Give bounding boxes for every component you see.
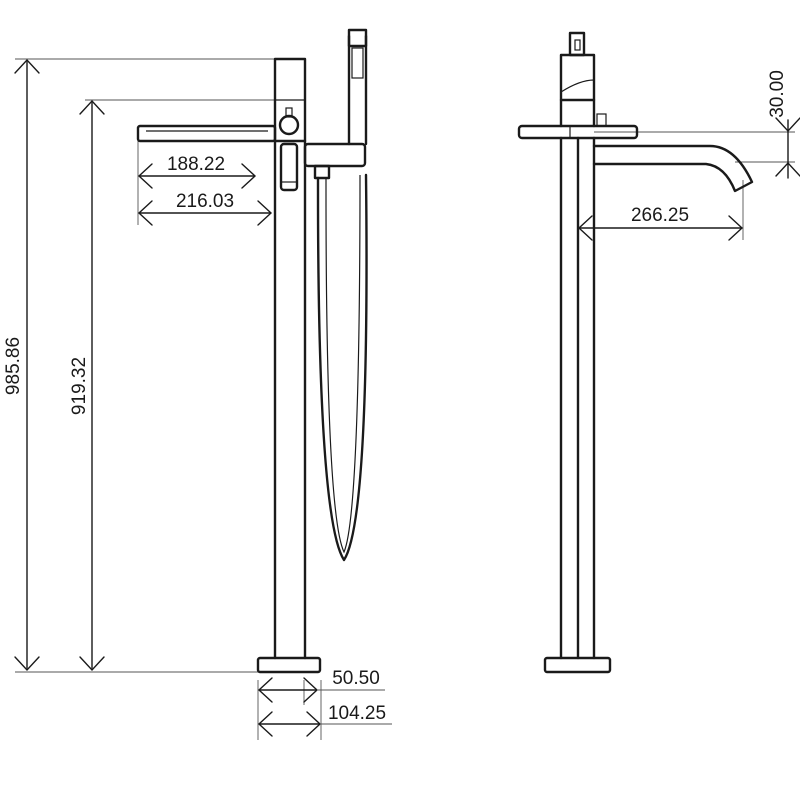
faucet-column — [256, 57, 322, 674]
dim-total-height: 985.86 — [3, 337, 24, 395]
dimension-lines — [14, 58, 800, 737]
dim-spout-reach: 188.22 — [167, 154, 225, 175]
side-column — [543, 31, 612, 674]
dimension-labels: 985.86 919.32 188.22 216.03 50.50 104.25… — [3, 70, 788, 724]
spout-tray — [136, 124, 277, 143]
mixer-knob — [278, 107, 300, 136]
side-tray — [517, 113, 639, 140]
front-view — [15, 28, 368, 740]
hand-shower — [303, 28, 368, 180]
dim-base-outer: 104.25 — [328, 703, 386, 724]
shower-hose — [316, 173, 368, 562]
dim-base-inner: 50.50 — [332, 668, 380, 689]
diverter-outlet — [279, 142, 299, 192]
dim-spout-overall: 216.03 — [176, 191, 234, 212]
dim-spout-height: 919.32 — [69, 357, 90, 415]
side-spout — [592, 144, 754, 193]
dim-side-reach: 266.25 — [631, 205, 689, 226]
side-view — [517, 31, 795, 674]
dim-spout-drop: 30.00 — [767, 70, 788, 118]
